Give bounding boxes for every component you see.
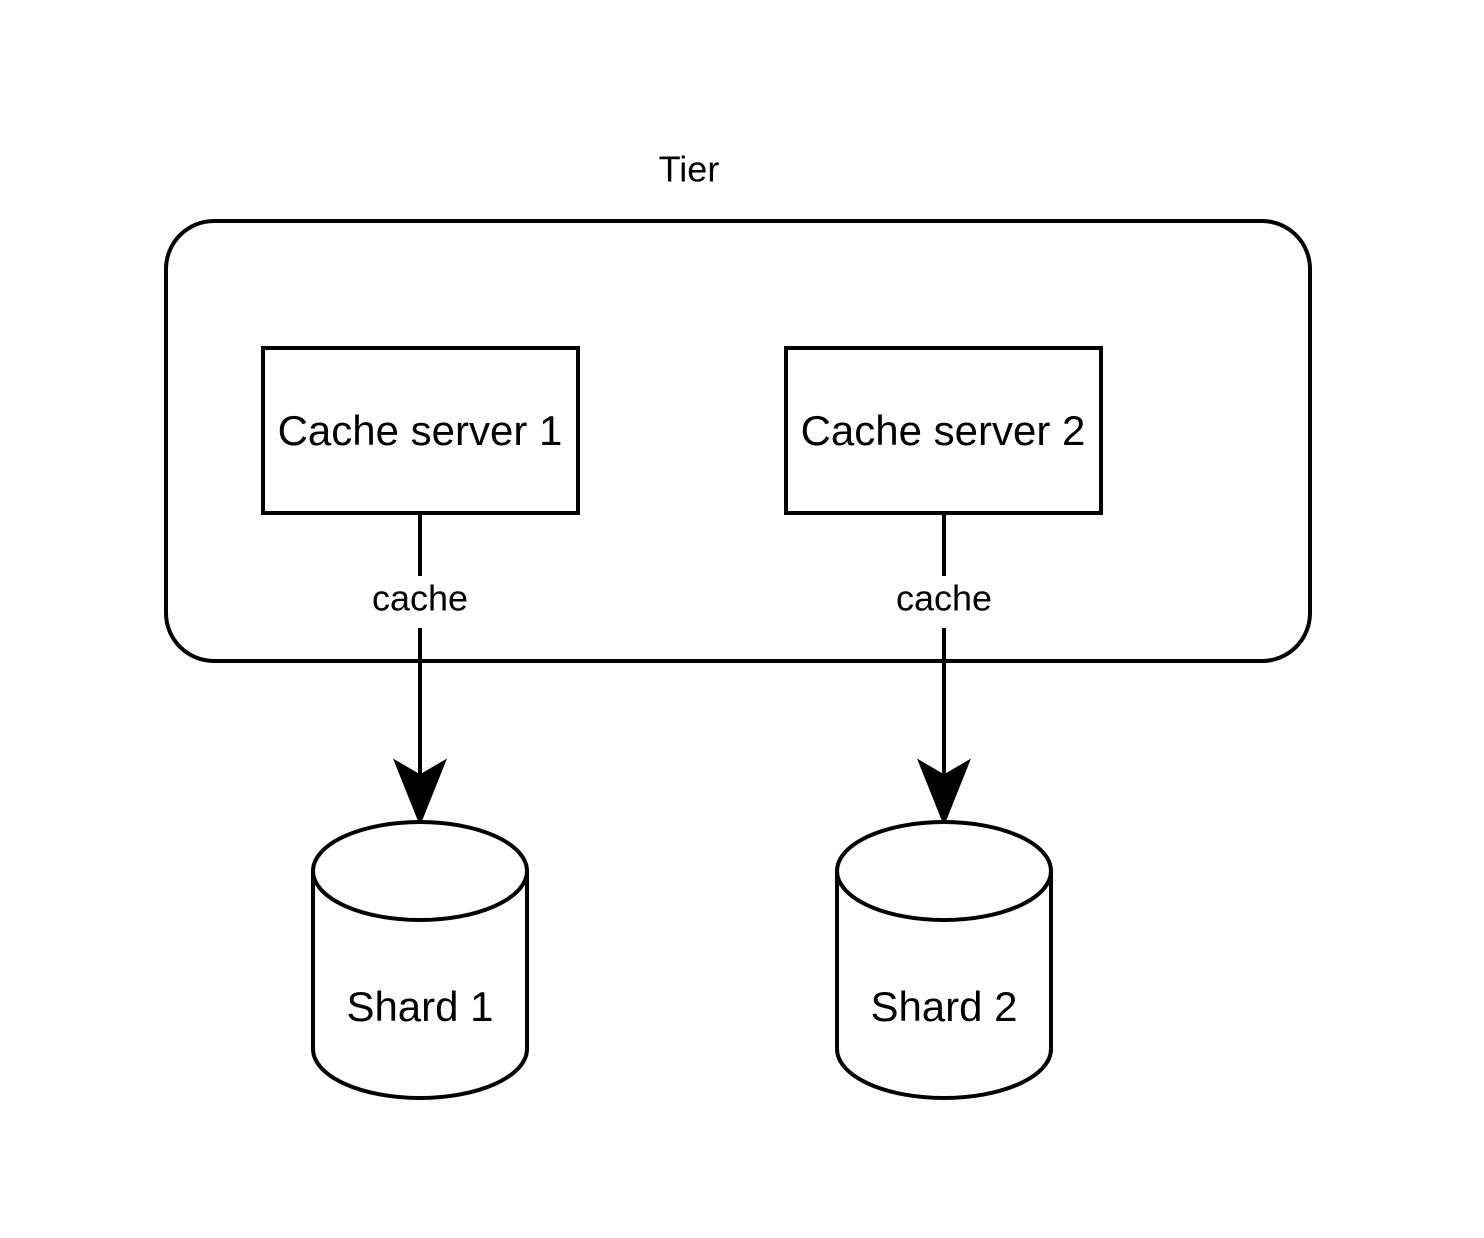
- edge-cache-2-label-backdrop: [877, 576, 1011, 628]
- edge-cache-2-arrowhead: [916, 758, 972, 827]
- edge-cache-2-label-group: cache: [877, 576, 1011, 628]
- edge-cache-1-label-group: cache: [353, 576, 487, 628]
- tier-container-outline[interactable]: [164, 219, 1312, 663]
- shard-1-node[interactable]: Shard 1: [311, 820, 529, 1100]
- shard-2-cylinder-top-ellipse: [835, 870, 1053, 922]
- cache-server-2-label: Cache server 2: [801, 407, 1086, 454]
- edge-cache-2-label: cache: [896, 578, 992, 619]
- tier-container[interactable]: [164, 219, 1312, 663]
- edge-cache-1[interactable]: [392, 513, 448, 827]
- shard-1-cylinder-body[interactable]: [311, 820, 529, 1100]
- shard-1-cylinder-top-ellipse: [311, 870, 529, 922]
- cache-server-2-box[interactable]: [784, 346, 1103, 515]
- cache-server-1-label: Cache server 1: [278, 407, 563, 454]
- shard-2-cylinder-body[interactable]: [835, 820, 1053, 1100]
- shard-2-label: Shard 2: [870, 983, 1017, 1030]
- shard-1-label: Shard 1: [346, 983, 493, 1030]
- edge-cache-2[interactable]: [916, 513, 972, 827]
- cache-server-1-node[interactable]: Cache server 1: [261, 346, 580, 515]
- cache-server-1-box[interactable]: [261, 346, 580, 515]
- shard-2-node[interactable]: Shard 2: [835, 820, 1053, 1100]
- edge-cache-1-label-backdrop: [353, 576, 487, 628]
- cache-server-2-node[interactable]: Cache server 2: [784, 346, 1103, 515]
- edge-cache-1-label: cache: [372, 578, 468, 619]
- edge-cache-1-arrowhead: [392, 758, 448, 827]
- tier-container-label: Tier: [659, 149, 720, 190]
